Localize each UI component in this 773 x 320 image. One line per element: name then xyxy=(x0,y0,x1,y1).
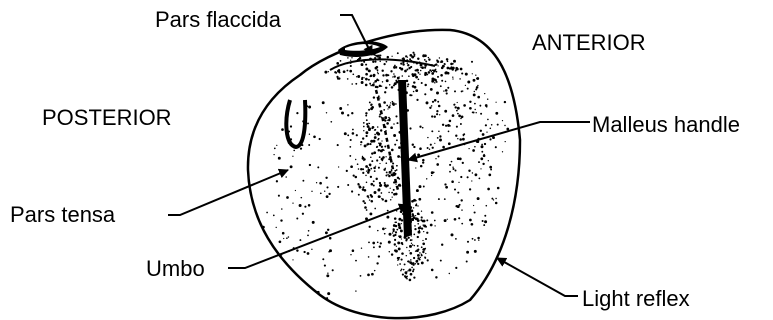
leader-line-light-reflex xyxy=(497,258,578,296)
label-pars-tensa: Pars tensa xyxy=(10,202,116,227)
label-pars-flaccida: Pars flaccida xyxy=(155,7,282,32)
label-anterior: ANTERIOR xyxy=(532,30,646,55)
label-malleus-handle: Malleus handle xyxy=(592,112,740,137)
tympanic-membrane-outline xyxy=(248,30,520,318)
label-light-reflex: Light reflex xyxy=(582,286,690,311)
label-posterior: POSTERIOR xyxy=(42,105,172,130)
label-umbo: Umbo xyxy=(146,256,205,281)
